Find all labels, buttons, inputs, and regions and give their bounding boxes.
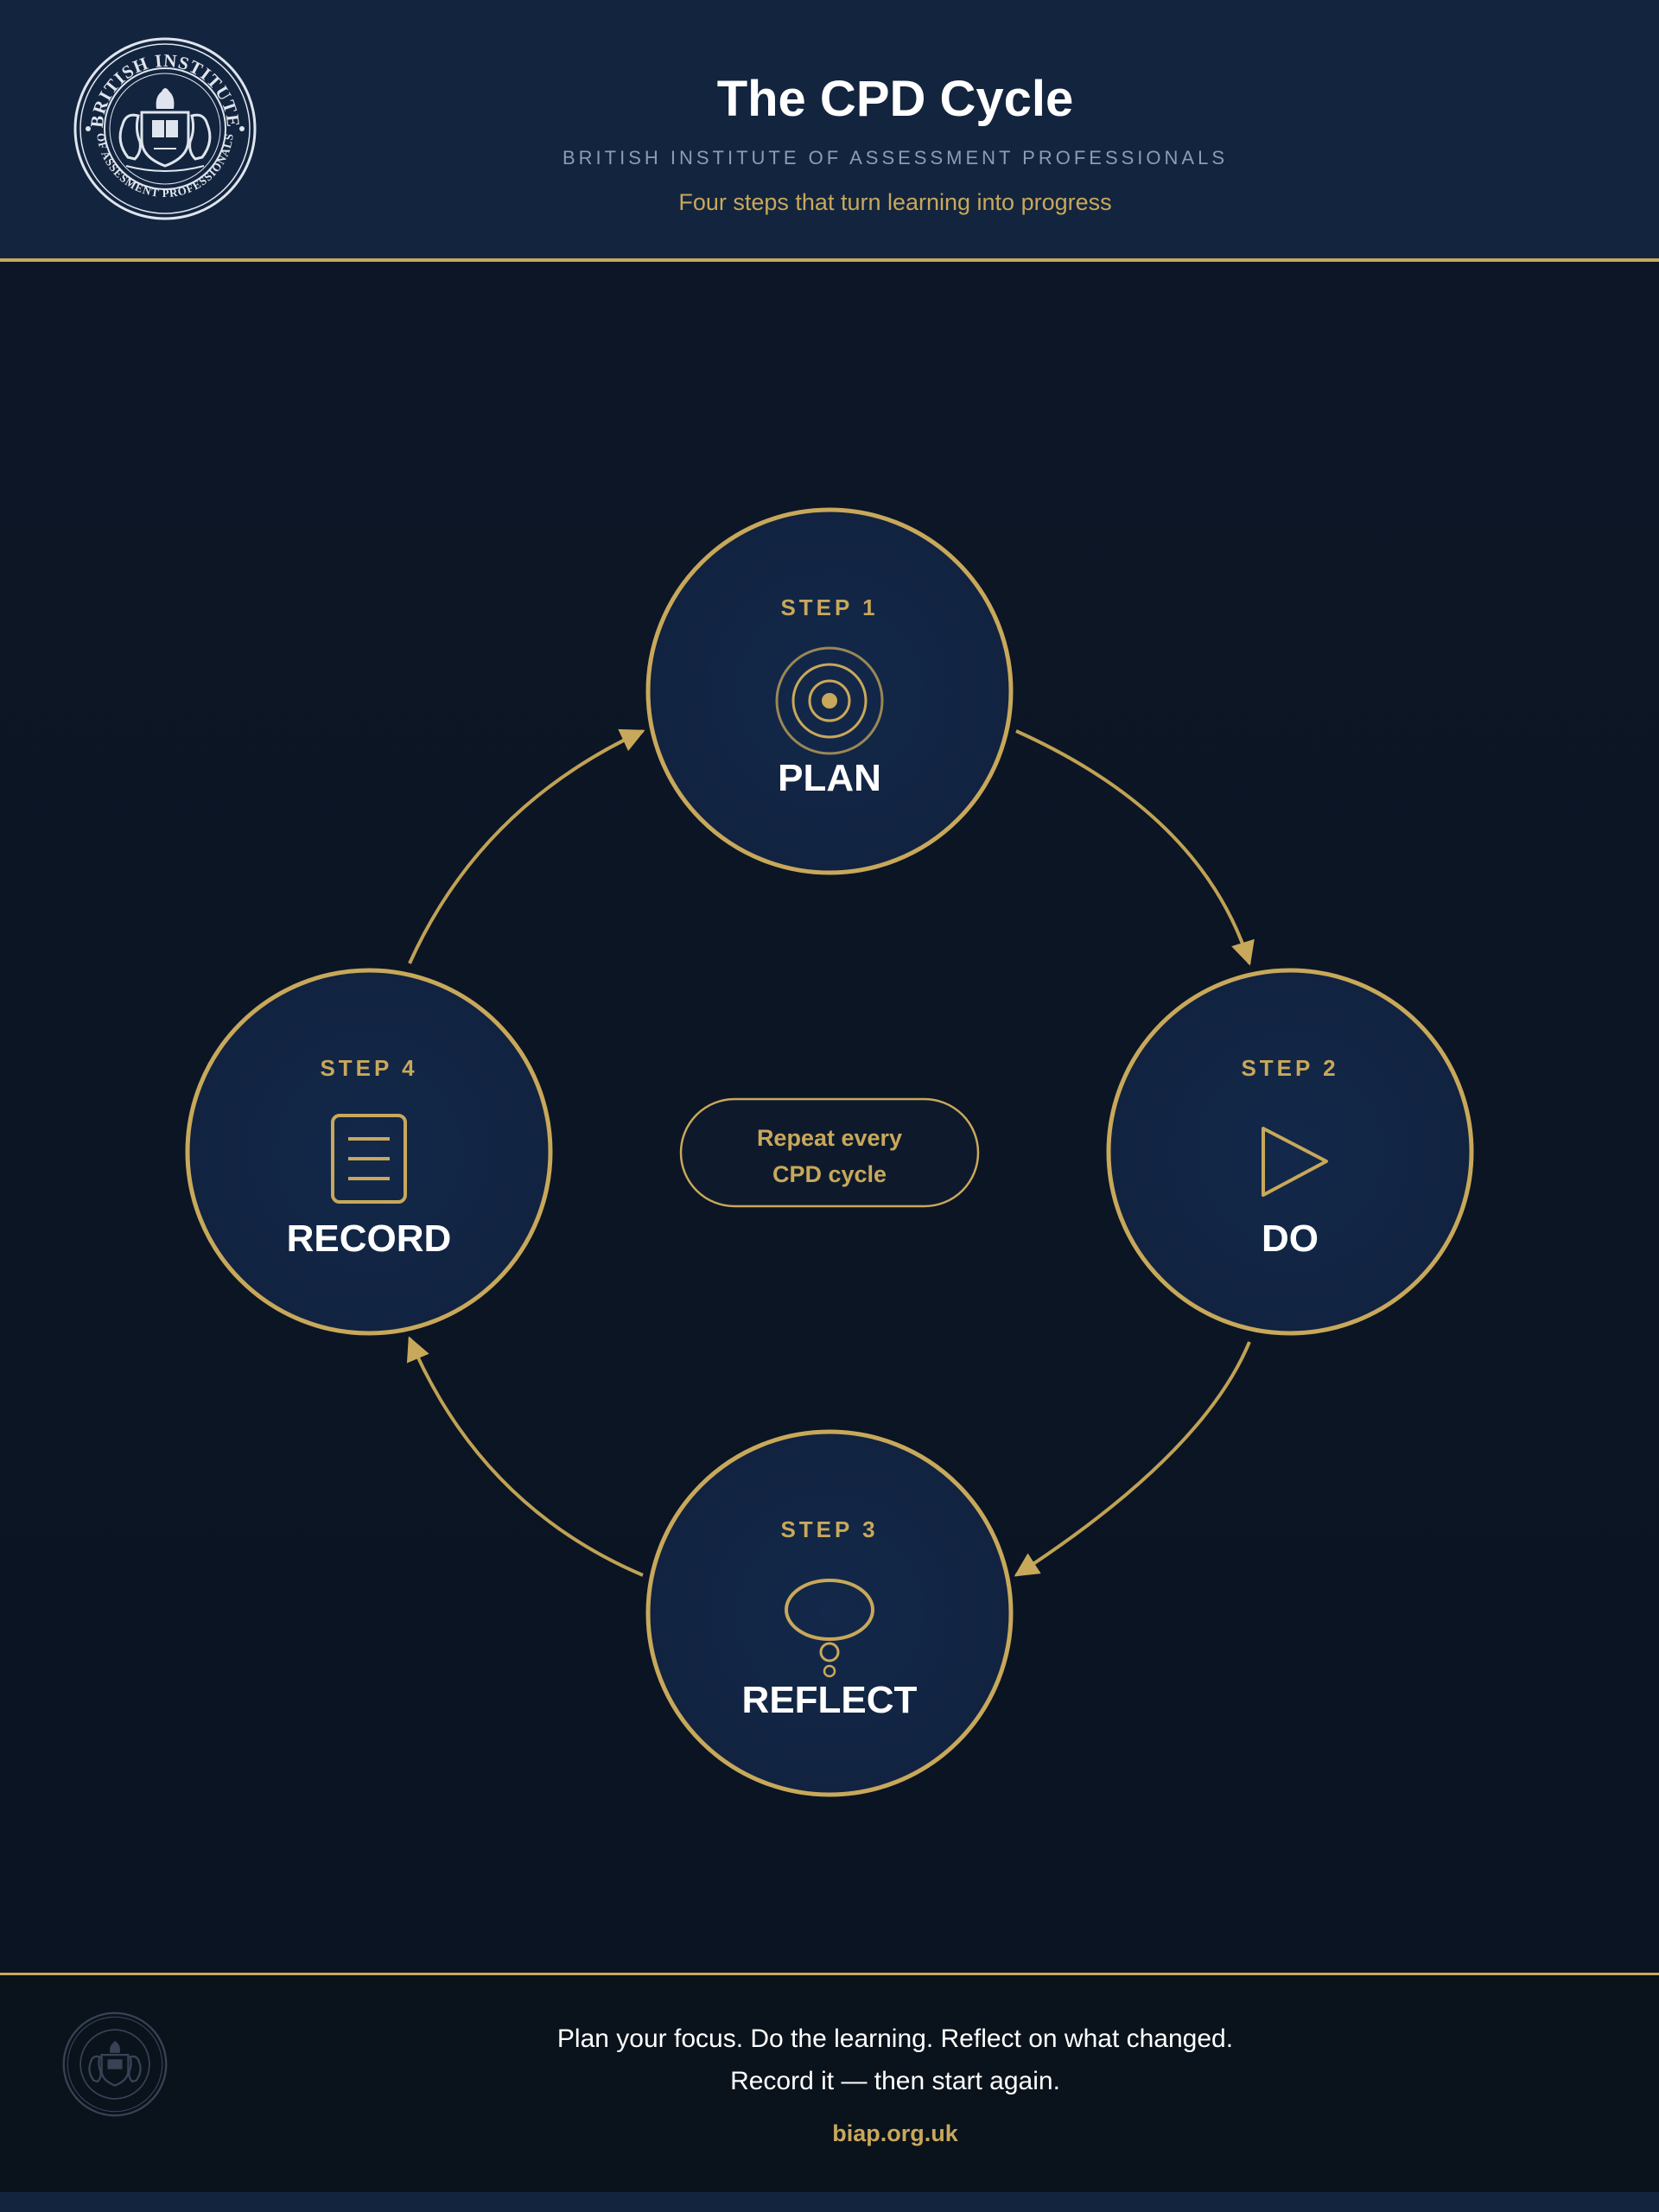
arrow-reflect-to-record [406,1336,644,1577]
step-node-reflect: STEP 3 REFLECT [645,1429,1014,1797]
step-label: STEP 3 [780,1516,878,1542]
step-node-plan: STEP 1 PLAN [645,507,1014,875]
step-name: REFLECT [742,1679,918,1721]
step-name: RECORD [287,1217,452,1260]
bottom-bar [0,2192,1659,2212]
website-link[interactable]: biap.org.uk [832,2120,958,2146]
step-node-do: STEP 2 DO [1106,968,1474,1336]
step-name: PLAN [778,757,881,799]
play-icon [1262,1127,1328,1197]
institute-seal-logo: BRITISH INSTITUTE OF ASSESMENT PROFESSIO… [73,37,257,220]
step-label: STEP 2 [1241,1055,1338,1081]
footer-summary-line2: Record it — then start again. [730,2067,1060,2095]
repeat-cycle-badge: Repeat every CPD cycle [679,1097,980,1208]
thought-bubble-icon [785,1579,874,1678]
center-text-line1: Repeat every [757,1125,902,1151]
step-node-record: STEP 4 RECORD [185,968,553,1336]
footer-summary-line1: Plan your focus. Do the learning. Reflec… [556,2024,1234,2053]
document-icon [331,1114,407,1204]
institute-seal-watermark [62,2012,168,2117]
organization-name: BRITISH INSTITUTE OF ASSESSMENT PROFESSI… [562,147,1229,168]
step-label: STEP 4 [320,1055,417,1081]
step-name: DO [1262,1217,1319,1260]
arrow-record-to-plan [408,728,645,964]
arrow-do-to-reflect [1014,1341,1251,1577]
page-title: The CPD Cycle [716,71,1074,127]
cycle-diagram-area: Repeat every CPD cycle STEP 1 PLAN STEP … [0,262,1659,1973]
tagline: Four steps that turn learning into progr… [678,189,1112,215]
step-label: STEP 1 [780,594,878,620]
header: BRITISH INSTITUTE OF ASSESMENT PROFESSIO… [0,0,1659,262]
target-icon [775,646,884,755]
footer: Plan your focus. Do the learning. Reflec… [0,1973,1659,2195]
arrow-plan-to-do [1015,729,1255,966]
cpd-cycle-diagram: Repeat every CPD cycle STEP 1 PLAN STEP … [185,507,1474,1797]
center-text-line2: CPD cycle [772,1161,887,1187]
